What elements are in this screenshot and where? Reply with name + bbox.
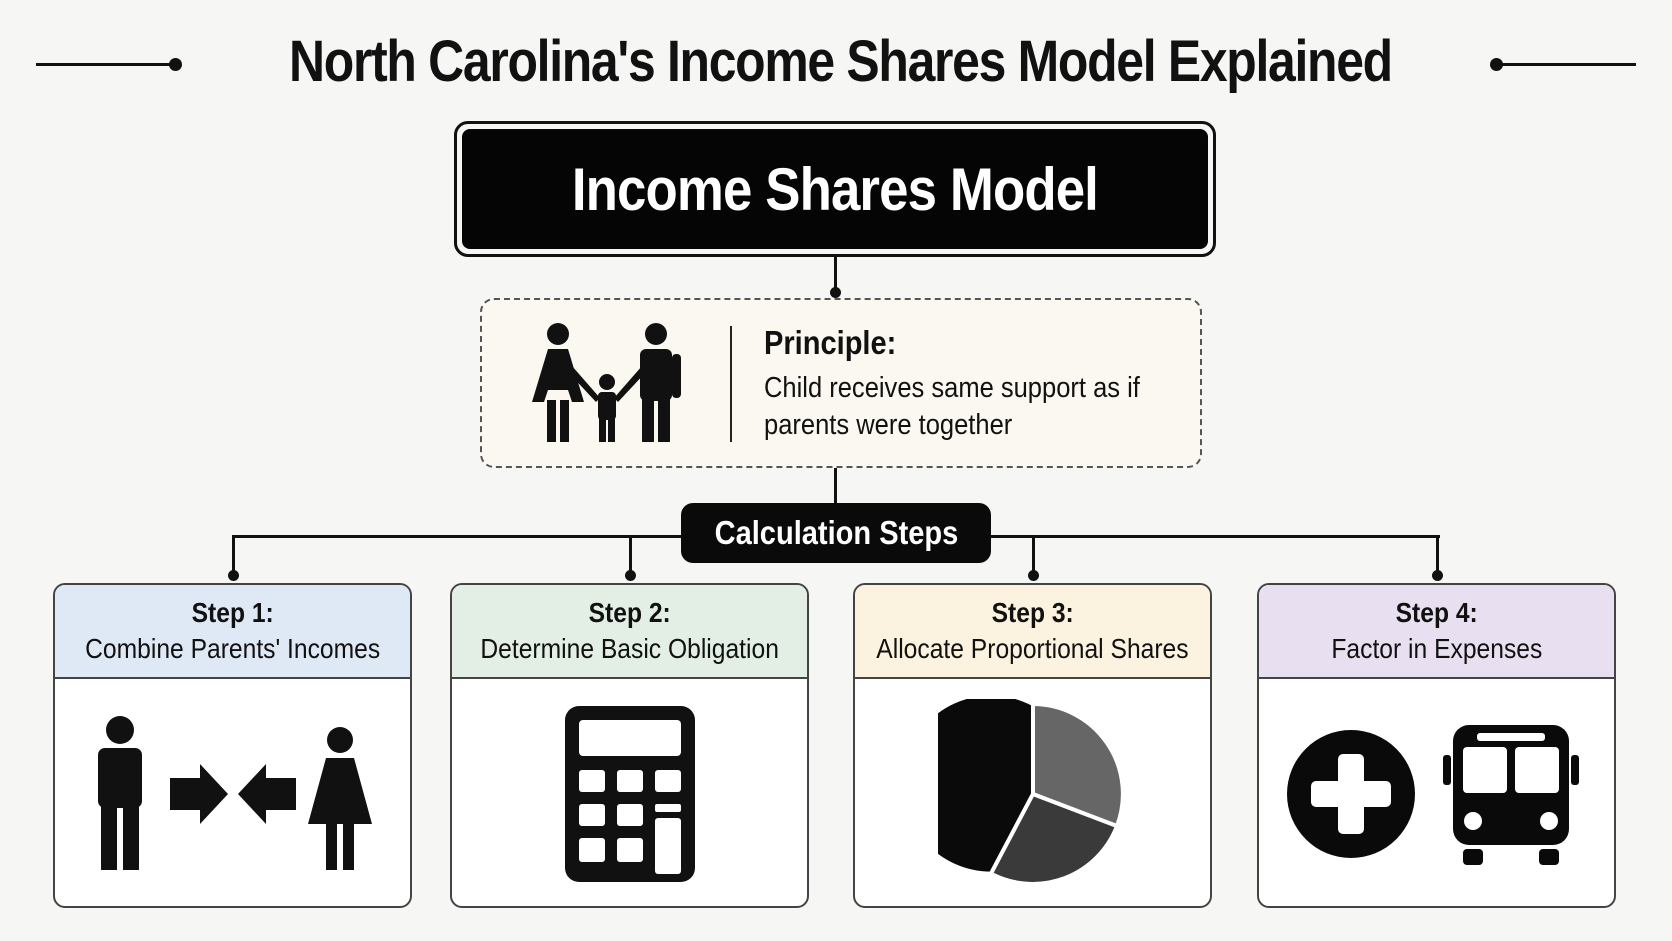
income-shares-model-box: Income Shares Model bbox=[454, 121, 1216, 257]
arrow-left-icon bbox=[237, 763, 296, 824]
page-title: North Carolina's Income Shares Model Exp… bbox=[289, 29, 1393, 94]
branch-dot-1 bbox=[228, 570, 239, 581]
step-4-description: Factor in Expenses bbox=[1331, 633, 1542, 664]
principle-heading: Principle: bbox=[764, 324, 897, 361]
step-card-4: Step 4: Factor in Expenses bbox=[1257, 583, 1616, 908]
step-4-number: Step 4: bbox=[1395, 597, 1478, 628]
connector-principle-steps bbox=[834, 468, 837, 504]
bus-icon bbox=[1442, 724, 1579, 865]
combine-incomes-icon bbox=[97, 715, 372, 870]
calculator-icon bbox=[564, 705, 695, 882]
family-icon bbox=[532, 323, 681, 442]
expenses-icons bbox=[1286, 724, 1579, 865]
branch-step-2 bbox=[629, 535, 632, 575]
step-card-1: Step 1: Combine Parents' Incomes bbox=[53, 583, 412, 908]
step-card-2: Step 2: Determine Basic Obligation bbox=[450, 583, 809, 908]
arrow-right-icon bbox=[169, 763, 228, 824]
connector-main-principle bbox=[834, 257, 837, 291]
main-box-label: Income Shares Model bbox=[571, 155, 1099, 223]
pie-chart-icon bbox=[937, 698, 1125, 886]
woman-icon bbox=[307, 726, 372, 870]
man-icon bbox=[97, 715, 142, 870]
branch-step-1 bbox=[232, 535, 235, 575]
calculation-steps-label: Calculation Steps bbox=[681, 503, 991, 563]
step-1-description: Combine Parents' Incomes bbox=[84, 633, 381, 664]
connector-dot bbox=[830, 287, 841, 298]
step-card-3: Step 3: Allocate Proportional Shares bbox=[853, 583, 1212, 908]
step-2-number: Step 2: bbox=[588, 597, 671, 628]
step-4-header: Step 4: Factor in Expenses bbox=[1259, 585, 1614, 679]
medical-cross-icon bbox=[1286, 729, 1415, 858]
branch-dot-4 bbox=[1432, 570, 1443, 581]
step-1-number: Step 1: bbox=[191, 597, 274, 628]
calculation-steps-text: Calculation Steps bbox=[714, 514, 958, 551]
step-2-description: Determine Basic Obligation bbox=[480, 633, 779, 664]
principle-text: Child receives same support as if parent… bbox=[764, 372, 1140, 441]
principle-divider bbox=[730, 326, 732, 442]
step-3-number: Step 3: bbox=[991, 597, 1074, 628]
branch-step-3 bbox=[1032, 535, 1035, 575]
step-1-header: Step 1: Combine Parents' Incomes bbox=[55, 585, 410, 679]
step-2-header: Step 2: Determine Basic Obligation bbox=[452, 585, 807, 679]
branch-step-4 bbox=[1436, 535, 1439, 575]
title-rule-left bbox=[36, 58, 182, 71]
branch-dot-2 bbox=[625, 570, 636, 581]
title-rule-right bbox=[1490, 58, 1636, 71]
step-3-description: Allocate Proportional Shares bbox=[876, 633, 1189, 664]
branch-dot-3 bbox=[1028, 570, 1039, 581]
step-3-header: Step 3: Allocate Proportional Shares bbox=[855, 585, 1210, 679]
principle-box: Principle: Child receives same support a… bbox=[480, 298, 1202, 468]
